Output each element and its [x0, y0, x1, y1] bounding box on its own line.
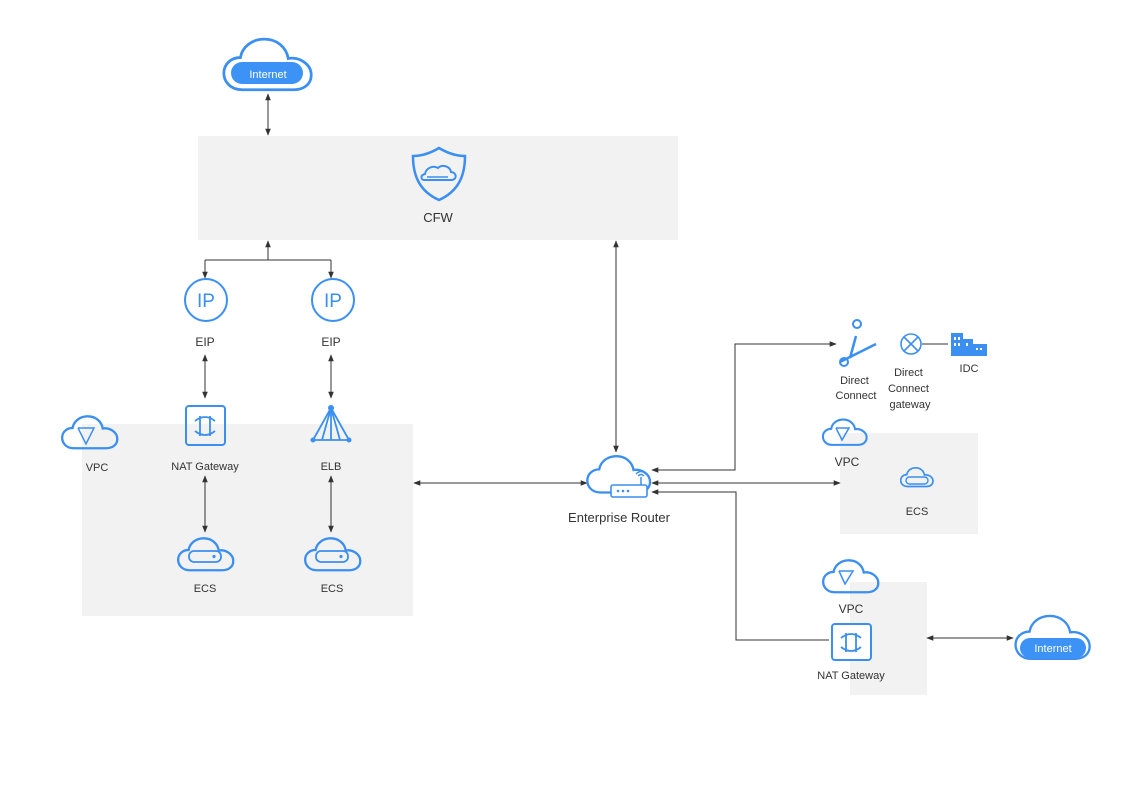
- cfw-zone: [198, 136, 678, 240]
- enterprise-router-node: Enterprise Router: [568, 454, 671, 525]
- dc-gateway-label-line2: Connect: [888, 383, 929, 395]
- nat-gateway-left-node: NAT Gateway: [171, 405, 239, 473]
- shield-firewall-icon: [411, 146, 467, 202]
- ecs-mid-node: ECS: [900, 466, 934, 518]
- vpc-bottom-label: VPC: [839, 602, 864, 616]
- vpc-mid-label: VPC: [835, 455, 860, 469]
- nat-gateway-icon: [185, 405, 226, 446]
- ecs-right-node: ECS: [304, 537, 362, 595]
- gateway-cross-icon: [900, 333, 922, 355]
- internet-top-label: Internet: [249, 69, 286, 81]
- direct-connect-node: Direct Connect: [836, 319, 877, 402]
- direct-connect-label-line2: Connect: [836, 390, 877, 402]
- ecs-mid-label: ECS: [906, 506, 929, 518]
- vpc-mid-node: VPC: [822, 418, 868, 469]
- ecs-right-label: ECS: [321, 583, 344, 595]
- svg-text:IP: IP: [324, 291, 342, 312]
- elb-label: ELB: [321, 461, 342, 473]
- svg-text:IP: IP: [197, 291, 215, 312]
- building-icon: [951, 333, 987, 356]
- direct-connect-label-line1: Direct: [840, 375, 869, 387]
- nat-gateway-left-label: NAT Gateway: [171, 461, 239, 473]
- ecs-left-label: ECS: [194, 583, 217, 595]
- idc-label: IDC: [960, 363, 979, 375]
- ecs-left-node: ECS: [177, 537, 235, 595]
- svg-text:Direct Connect gat: Direct Connect gateway: [888, 367, 932, 411]
- eip-right-node: IP EIP: [311, 278, 355, 349]
- svg-text:Direct Connect: Direct Connect: [836, 375, 877, 402]
- vpc-left-node: VPC: [61, 415, 119, 474]
- internet-top: Internet: [222, 37, 313, 92]
- cfw-node: CFW: [411, 146, 467, 225]
- connectors: [202, 93, 1014, 641]
- ip-icon: [311, 278, 355, 322]
- nat-gateway-icon: [831, 623, 872, 661]
- vpc-left-label: VPC: [86, 462, 109, 474]
- vpc-left-zone: [82, 424, 413, 616]
- elb-node: ELB: [310, 405, 352, 473]
- vpc-bottom-node: VPC: [822, 559, 880, 616]
- dc-gateway-label-line3: gateway: [890, 399, 931, 411]
- load-balancer-icon: [311, 406, 351, 441]
- ip-icon: [184, 278, 228, 322]
- router-nat-link: [651, 489, 829, 641]
- eip-right-label: EIP: [321, 335, 340, 349]
- eip-left-label: EIP: [195, 335, 214, 349]
- nat-gateway-bottom-node: NAT Gateway: [817, 623, 885, 682]
- eip-left-node: IP EIP: [184, 278, 228, 349]
- cfw-label: CFW: [423, 210, 453, 225]
- router-direct-connect-link: [651, 341, 837, 473]
- nat-gateway-bottom-label: NAT Gateway: [817, 670, 885, 682]
- internet-bottom: Internet: [1014, 614, 1091, 661]
- dc-gateway-label-line1: Direct: [894, 367, 923, 379]
- direct-connect-gateway-node: Direct Connect gateway: [888, 333, 932, 411]
- idc-node: IDC: [951, 333, 987, 375]
- internet-bottom-label: Internet: [1034, 643, 1071, 655]
- enterprise-router-label: Enterprise Router: [568, 510, 671, 525]
